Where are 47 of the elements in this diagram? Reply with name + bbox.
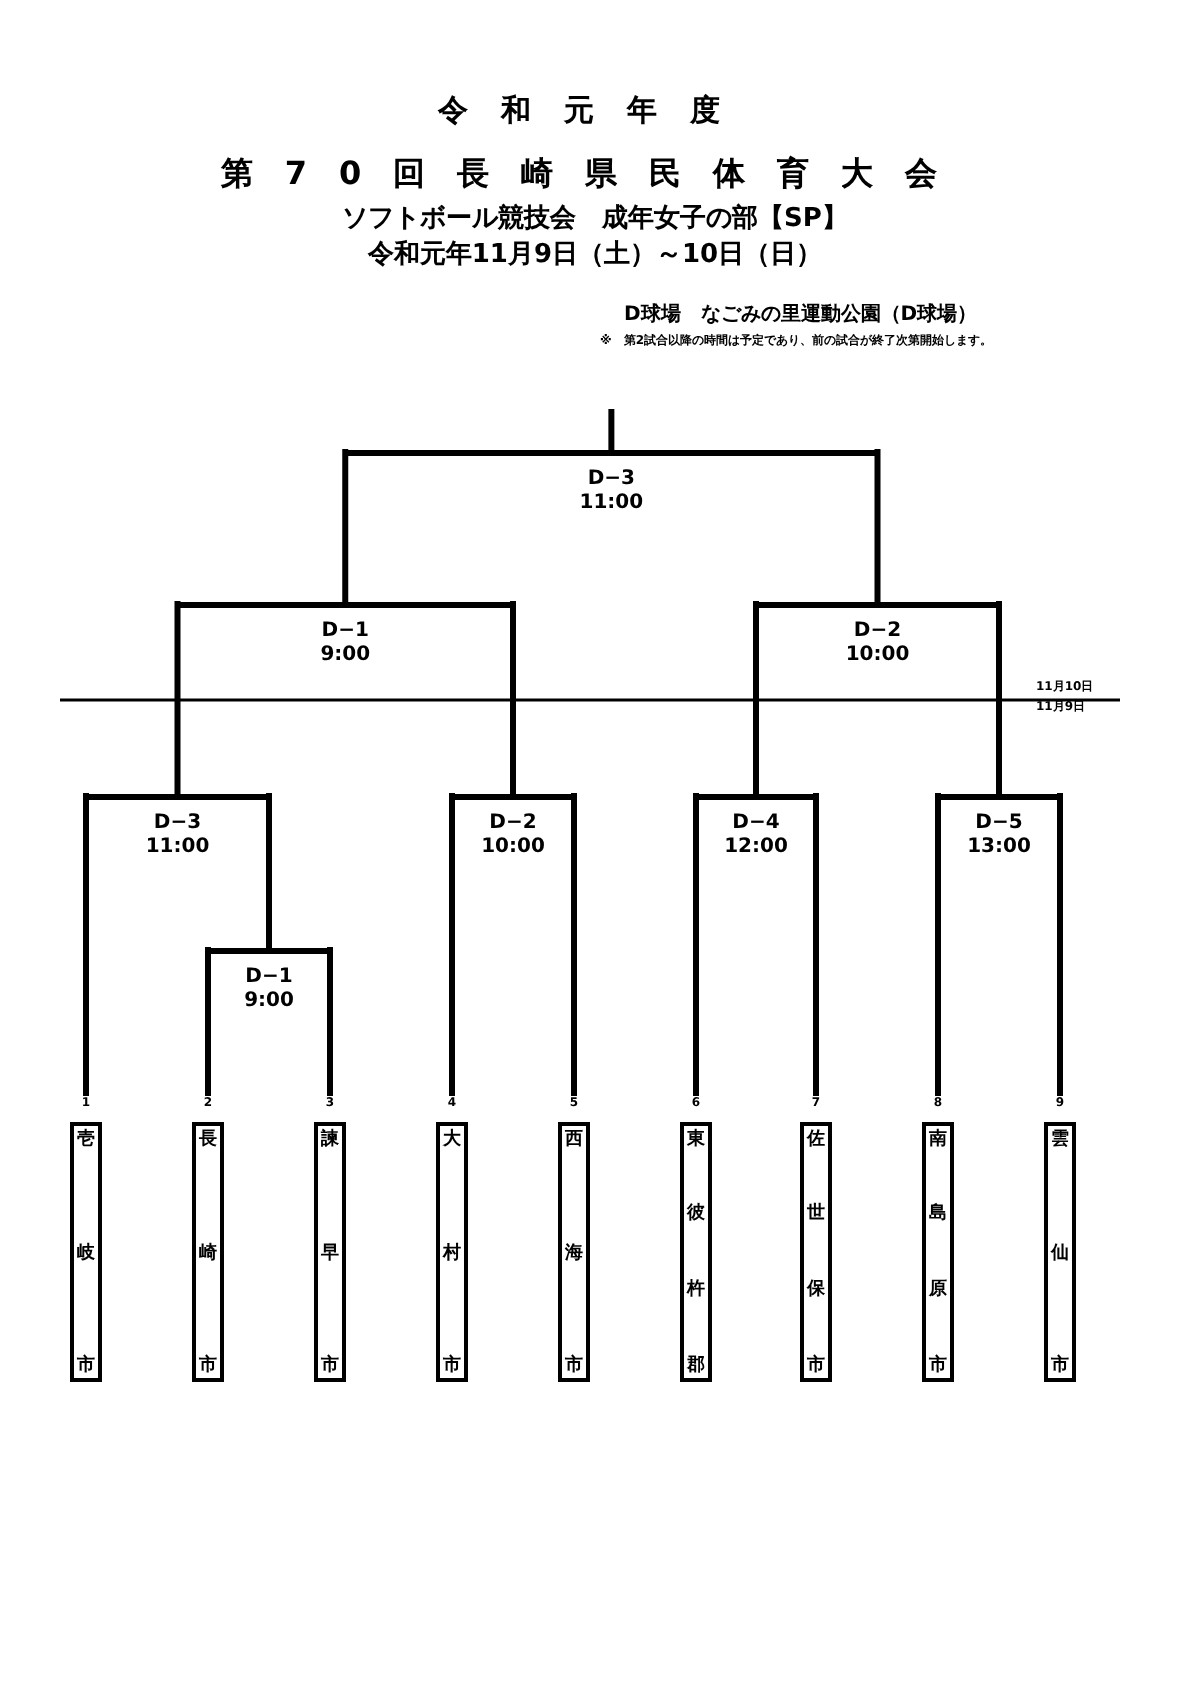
match-number: D−5 [973,811,1025,835]
venue-label: D球場 なごみの里運動公園（D球場） [624,301,978,328]
bracket-line [813,793,819,1099]
team-box: 西海市 [558,1122,590,1382]
match-number: D−1 [243,965,295,989]
match-number: D−1 [319,619,371,643]
match-time: 11:00 [143,835,212,859]
team-box: 壱岐市 [70,1122,102,1382]
team-box: 大村市 [436,1122,468,1382]
bracket-line [205,947,211,1099]
match-time: 10:00 [479,835,547,859]
match-time: 11:00 [577,491,646,515]
bracket-line [510,601,516,799]
team-box: 佐世保市 [800,1122,832,1382]
bracket-line [571,793,577,1099]
bracket-line [449,793,455,1099]
team-box: 南島原市 [922,1122,954,1382]
match-time: 9:00 [242,989,296,1013]
match-number: D−2 [487,811,539,835]
header-event: ソフトボール競技会 成年女子の部【SP】 [340,201,850,236]
team-box: 雲仙市 [1044,1122,1076,1382]
match-number: D−2 [851,619,904,643]
match-number: D−3 [151,811,204,835]
bracket-line [753,601,759,799]
match-time: 13:00 [965,835,1033,859]
title: 第70回長崎県民体育大会 [218,154,972,196]
bracket-line [874,449,881,607]
bracket-line [996,601,1002,799]
bracket-line [83,793,89,1099]
bracket-line [1057,793,1063,1099]
bracket-line [935,793,941,1099]
match-time: 12:00 [722,835,790,859]
team-box: 諫早市 [314,1122,346,1382]
bracket-line [174,601,181,799]
header-year: 令和元年度 [435,92,755,130]
team-box: 長崎市 [192,1122,224,1382]
bracket-line [693,793,699,1099]
match-number: D−3 [585,467,637,491]
bracket-line [327,947,333,1099]
match-time: 10:00 [843,643,912,667]
header-date: 令和元年11月9日（土）～10日（日） [365,238,825,272]
bracket-line [342,449,349,607]
match-time: 9:00 [318,643,373,667]
match-number: D−4 [730,811,782,835]
bracket-line [608,409,615,455]
bracket-line [266,793,272,953]
team-box: 東彼杵郡 [680,1122,712,1382]
